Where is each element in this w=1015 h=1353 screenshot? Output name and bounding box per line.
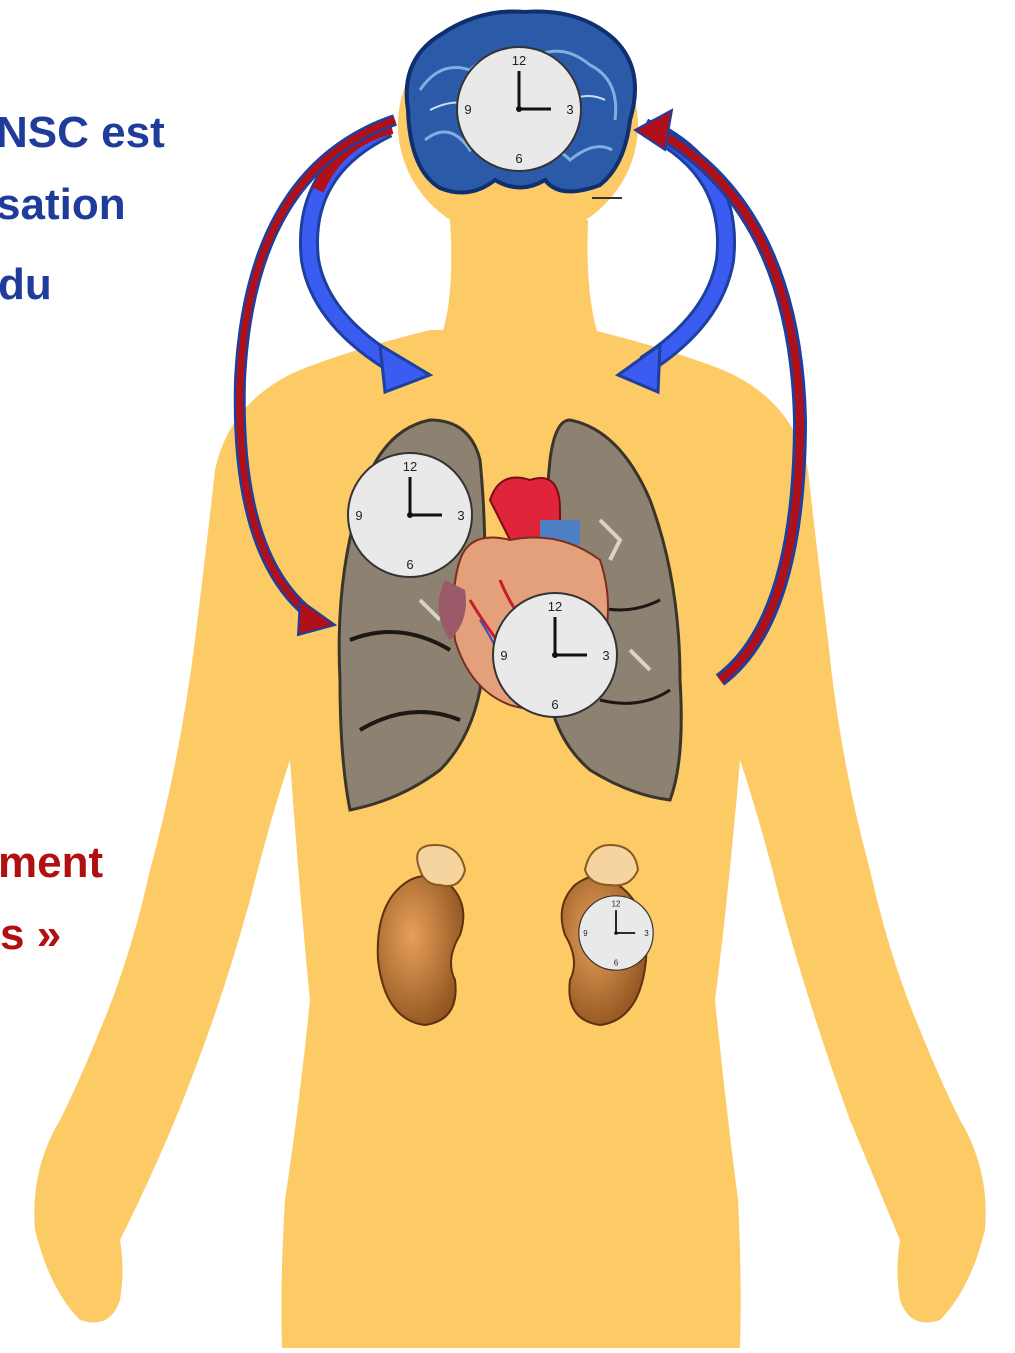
text-blue-line-1: NSC est (0, 108, 165, 158)
clock-heart-icon (493, 593, 617, 717)
text-red-line-2: s » (0, 910, 61, 960)
text-red-line-1: ment (0, 838, 103, 888)
clock-lung-icon (348, 453, 472, 577)
clock-kidney-icon (579, 896, 653, 970)
clock-brain-icon (457, 47, 581, 171)
text-blue-line-3: du (0, 260, 52, 310)
text-blue-line-2: sation (0, 180, 126, 230)
